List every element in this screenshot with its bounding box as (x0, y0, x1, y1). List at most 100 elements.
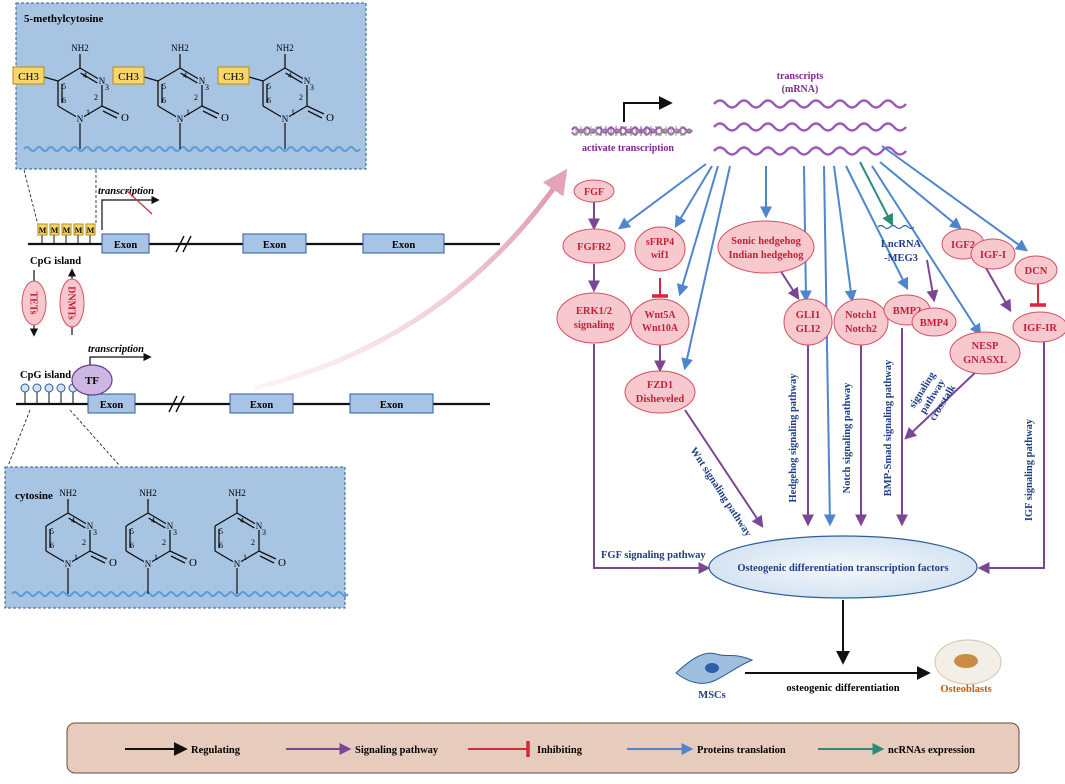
osteoblasts-label: Osteoblasts (940, 684, 991, 695)
exon-label: Exon (250, 400, 274, 411)
svg-text:2: 2 (251, 538, 255, 547)
notch-pathway-label: Notch signaling pathway (842, 382, 853, 494)
gli-label: GLI1 (796, 310, 821, 321)
transcription-label: transcription (98, 186, 154, 197)
methyl-mark (73, 223, 84, 236)
svg-text:4: 4 (151, 516, 155, 525)
bmp2-label: BMP2 (893, 306, 922, 317)
svg-text:O: O (121, 112, 129, 124)
svg-text:4: 4 (183, 71, 187, 80)
lncrna-label: LncRNA (881, 239, 922, 250)
svg-text:6: 6 (50, 541, 54, 550)
dnmts-label: DNMTs (66, 286, 77, 320)
slash-break-icon (175, 235, 192, 253)
bmp4-label: BMP4 (920, 318, 949, 329)
svg-text:N: N (167, 521, 174, 531)
osteoblast-cell-icon (934, 639, 1002, 685)
svg-text:1: 1 (243, 553, 247, 562)
legend: Regulating Signaling pathway Inhibiting … (66, 722, 1020, 774)
msc-cell-icon (675, 652, 754, 684)
transcription-label: transcription (88, 344, 144, 355)
methyl-mark (61, 223, 72, 236)
mrna-strand (713, 122, 907, 132)
unmethylated-gene: Exon Exon Exon CpG island transcription … (16, 344, 490, 414)
node-fgfr2 (562, 228, 626, 264)
cpg-site (20, 383, 30, 393)
svg-text:6: 6 (219, 541, 223, 550)
svg-text:NH2: NH2 (276, 43, 294, 53)
cpg-site (56, 383, 66, 393)
node-nesp (949, 331, 1021, 375)
transcription-arrow (101, 195, 160, 230)
svg-text:NH2: NH2 (59, 488, 77, 498)
svg-text:NH2: NH2 (228, 488, 246, 498)
mscs-label: MSCs (698, 690, 725, 701)
blocked-cross (125, 189, 153, 215)
fzd-label: FZD1 (647, 380, 673, 391)
exon-label: Exon (114, 240, 138, 251)
svg-text:1: 1 (154, 553, 158, 562)
fzd-label-2: Disheveled (636, 394, 685, 405)
transcripts: transcripts (mRNA) (713, 71, 907, 156)
svg-text:3: 3 (93, 528, 97, 537)
svg-text:O: O (189, 557, 197, 569)
svg-text:O: O (109, 557, 117, 569)
svg-text:6: 6 (130, 541, 134, 550)
cytosine-box-title: cytosine (15, 490, 53, 502)
legend-regulating: Regulating (191, 745, 241, 756)
exon-box (362, 233, 445, 254)
lncrna-wave-icon (877, 224, 915, 230)
outcome: Osteogenic differentiation transcription… (675, 535, 1002, 701)
svg-text:N: N (65, 559, 72, 569)
svg-text:O: O (326, 112, 334, 124)
notch-label-2: Notch2 (845, 324, 877, 335)
exon-label: Exon (100, 400, 124, 411)
svg-text:N: N (234, 559, 241, 569)
lncrna-meg3: LncRNA -MEG3 (877, 224, 922, 264)
methyl-box-title: 5-methylcytosine (24, 13, 104, 25)
activate-transcription-label: activate transcription (582, 143, 674, 154)
svg-text:5: 5 (267, 82, 271, 91)
node-wnt (630, 298, 690, 346)
svg-text:5: 5 (62, 82, 66, 91)
erk-label-2: signaling (574, 320, 615, 331)
lncrna-label-2: -MEG3 (884, 253, 918, 264)
node-notch (833, 298, 889, 346)
nesp-label: NESP (972, 341, 999, 352)
svg-text:4: 4 (240, 516, 244, 525)
svg-text:CH3: CH3 (18, 71, 39, 83)
exon-box (101, 233, 150, 254)
svg-text:N: N (256, 521, 263, 531)
tf-node (71, 364, 113, 396)
svg-text:NH2: NH2 (71, 43, 89, 53)
fgfr2-label: FGFR2 (577, 242, 611, 253)
cpg-island-label: CpG island (30, 256, 81, 267)
svg-text:2: 2 (94, 93, 98, 102)
svg-text:1: 1 (86, 108, 90, 117)
mrna-strand (713, 146, 907, 156)
svg-text:O: O (278, 557, 286, 569)
legend-inhibiting: Inhibiting (537, 745, 583, 756)
svg-text:2: 2 (82, 538, 86, 547)
svg-text:M: M (87, 226, 95, 235)
transcription-factors-ellipse (708, 535, 978, 599)
node-bmp4 (911, 307, 957, 337)
igf1-label: IGF-I (980, 250, 1006, 261)
enzymes: TETs DNMTs (21, 268, 85, 337)
svg-text:2: 2 (194, 93, 198, 102)
svg-text:2: 2 (162, 538, 166, 547)
notch-label: Notch1 (845, 310, 877, 321)
svg-text:2: 2 (299, 93, 303, 102)
svg-text:4: 4 (288, 71, 292, 80)
node-igfir (1012, 311, 1065, 343)
nodes: FGF FGFR2 ERK1/2 signaling sFRP4 wif1 Wn… (556, 179, 1065, 414)
svg-text:CH3: CH3 (118, 71, 139, 83)
wnt-pathway-label: Wnt signaling pathway (687, 446, 753, 540)
factors-label: Osteogenic differentiation transcription… (737, 563, 948, 574)
igf-pathway-label: IGF signaling pathway (1024, 418, 1035, 521)
nesp-label-2: GNASXL (963, 355, 1007, 366)
